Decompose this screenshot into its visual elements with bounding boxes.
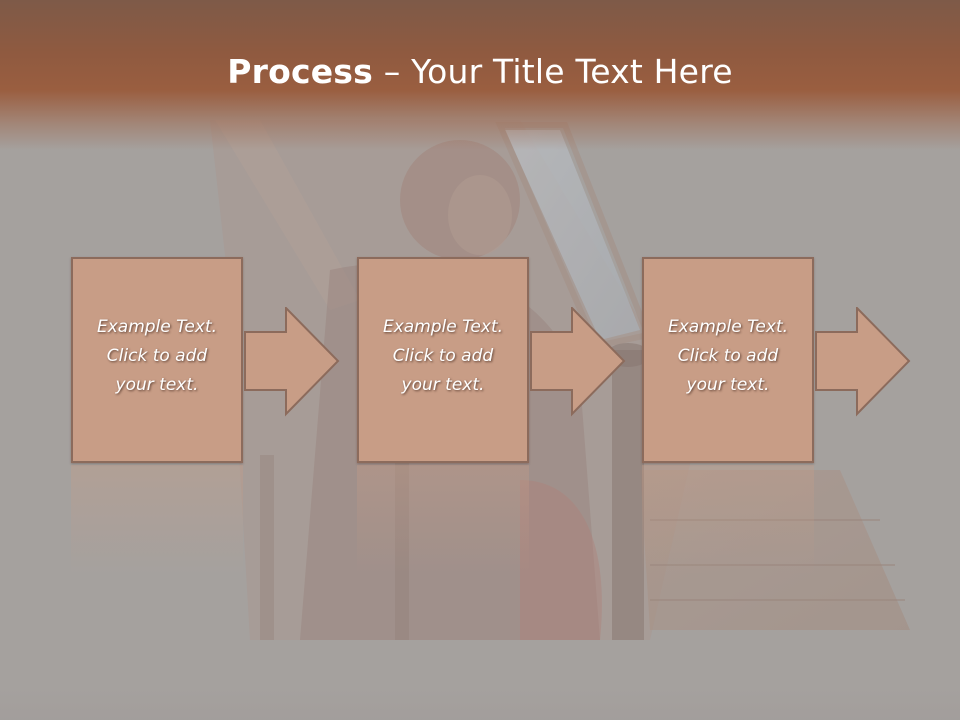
step-2-text[interactable]: Example Text. Click to add your text. xyxy=(382,317,504,395)
step-2-arrow-icon xyxy=(530,307,626,417)
step-3-reflection xyxy=(642,465,814,575)
title-band xyxy=(0,0,960,150)
step-3-arrow-icon xyxy=(815,307,911,417)
title-rest-part: Your Title Text Here xyxy=(411,52,733,91)
title-bold-part: Process xyxy=(227,52,373,91)
step-2-reflection xyxy=(357,465,529,575)
step-1-box[interactable]: Example Text. Click to add your text. xyxy=(71,257,243,463)
slide-title[interactable]: Process – Your Title Text Here xyxy=(0,52,960,91)
step-3-box[interactable]: Example Text. Click to add your text. xyxy=(642,257,814,463)
step-1-arrow-icon xyxy=(244,307,340,417)
step-1-reflection xyxy=(71,465,243,575)
step-1-text[interactable]: Example Text. Click to add your text. xyxy=(96,317,218,395)
step-2-box[interactable]: Example Text. Click to add your text. xyxy=(357,257,529,463)
title-separator: – xyxy=(373,52,412,91)
step-3-text[interactable]: Example Text. Click to add your text. xyxy=(667,317,789,395)
